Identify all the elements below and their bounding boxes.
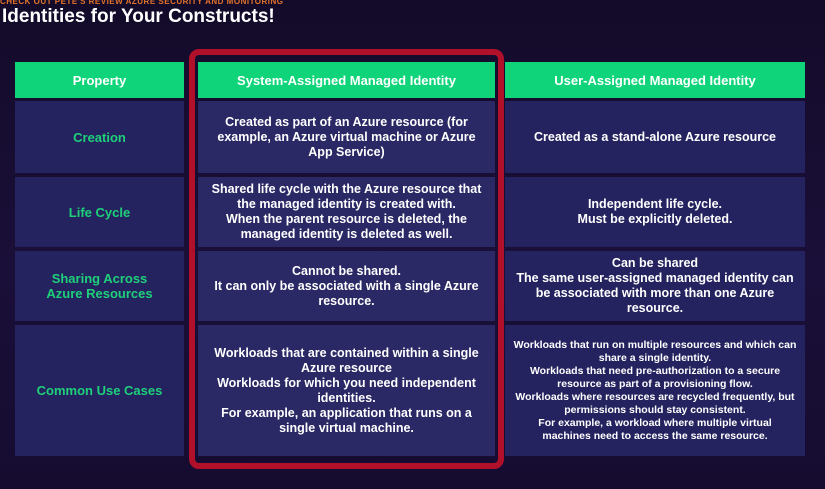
cell-life-cycle-user: Independent life cycle. Must be explicit… <box>505 177 805 247</box>
header-property: Property <box>15 62 184 98</box>
row-label-text: Sharing Across Azure Resources <box>46 271 153 301</box>
cell-sharing-system: Cannot be shared. It can only be associa… <box>198 251 495 321</box>
cell-use-cases-user: Workloads that run on multiple resources… <box>505 325 805 456</box>
cell-text: Can be shared The same user-assigned man… <box>516 256 794 315</box>
row-label-life-cycle: Life Cycle <box>15 177 184 247</box>
cell-creation-user: Created as a stand-alone Azure resource <box>505 101 805 173</box>
row-label-text: Common Use Cases <box>36 383 163 398</box>
cell-sharing-user: Can be shared The same user-assigned man… <box>505 251 805 321</box>
row-label-use-cases: Common Use Cases <box>15 325 184 456</box>
header-user-assigned: User-Assigned Managed Identity <box>505 62 805 98</box>
row-label-sharing: Sharing Across Azure Resources <box>15 251 184 321</box>
cell-use-cases-system: Workloads that are contained within a si… <box>198 325 495 456</box>
header-strip: CHECK OUT PETE'S REVIEW AZURE SECURITY A… <box>0 0 825 4</box>
cell-text: Created as part of an Azure resource (fo… <box>217 114 476 159</box>
row-label-text: Creation <box>73 129 126 145</box>
row-label-creation: Creation <box>15 101 184 173</box>
cell-text: Workloads that run on multiple resources… <box>513 338 797 442</box>
cell-text: Workloads that are contained within a si… <box>214 345 479 435</box>
cell-life-cycle-system: Shared life cycle with the Azure resourc… <box>198 177 495 247</box>
cell-text: Created as a stand-alone Azure resource <box>534 129 776 144</box>
cell-text: Shared life cycle with the Azure resourc… <box>211 182 482 241</box>
row-label-text: Life Cycle <box>68 204 131 220</box>
page-title: Identities for Your Constructs! <box>2 6 275 27</box>
cell-text: Independent life cycle. Must be explicit… <box>577 197 733 226</box>
cell-text: Cannot be shared. It can only be associa… <box>214 263 479 308</box>
header-system-assigned: System-Assigned Managed Identity <box>198 62 495 98</box>
cell-creation-system: Created as part of an Azure resource (fo… <box>198 101 495 173</box>
